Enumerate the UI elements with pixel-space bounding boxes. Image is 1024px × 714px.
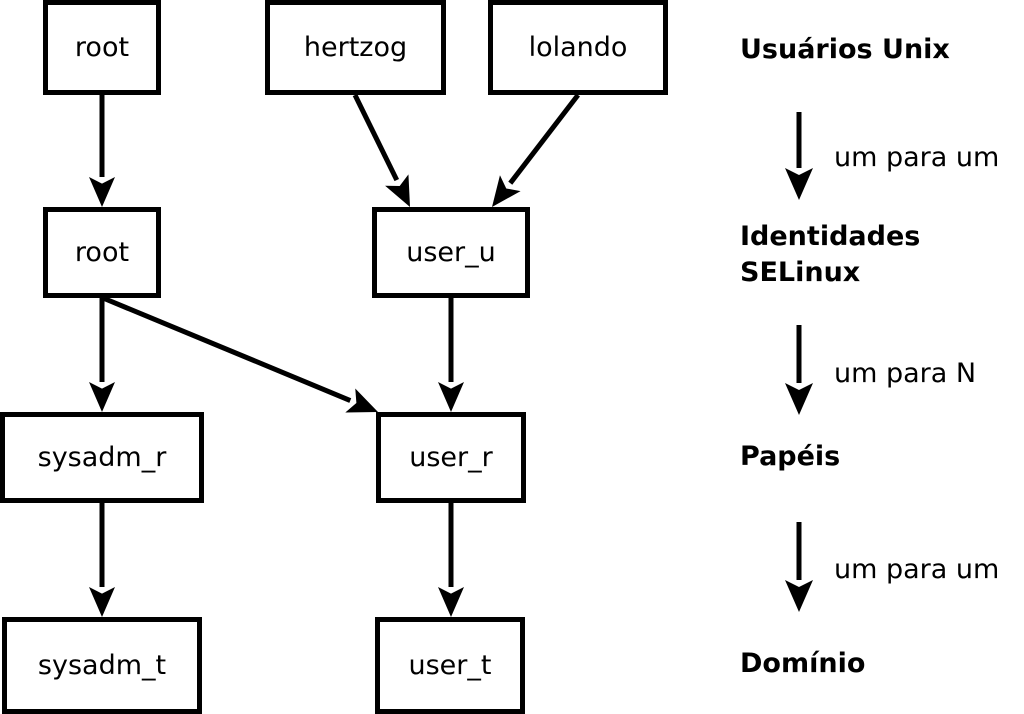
node-box-ident_user_u [372,207,530,298]
node-box-unix_lolando [488,0,668,95]
node-role_user[interactable]: user_r [376,412,526,503]
legend-level-domains: Domínio [740,648,865,679]
node-ident_user_u[interactable]: user_u [372,207,530,298]
node-label-unix_lolando: lolando [529,32,628,63]
legend-rel-1-label: um para um [834,142,999,173]
node-dom_sysadm[interactable]: sysadm_t [2,617,202,714]
node-label-unix_root: root [75,32,129,63]
node-label-dom_user: user_t [409,650,492,681]
node-unix_hertzog[interactable]: hertzog [265,0,446,95]
node-unix_root[interactable]: root [43,0,161,95]
node-role_sysadm[interactable]: sysadm_r [0,412,204,503]
node-label-dom_sysadm: sysadm_t [38,650,166,681]
edge-e-root-sysadm_r [89,298,115,412]
edge-e-sysadm_r-sysadm_t [89,503,115,617]
node-label-unix_hertzog: hertzog [304,32,407,63]
node-label-ident_user_u: user_u [406,237,496,268]
node-box-dom_user [375,617,525,714]
legend-level-selinux-identities-line-0: Identidades [740,221,920,252]
legend-level-roles-line-0: Papéis [740,441,840,472]
node-label-role_user: user_r [409,442,493,473]
edge-e-lolando-user_u [492,93,580,207]
legend-level-domains-line-0: Domínio [740,648,865,679]
node-box-unix_root [43,0,161,95]
legend-rel-3-label: um para um [834,554,999,585]
legend-arrow-rel-3 [785,522,813,612]
edge-e-hertzog-user_u [352,93,410,207]
node-label-ident_root: root [75,237,129,268]
edge-e-root-user_r [102,295,378,413]
node-box-role_sysadm [0,412,204,503]
legend-level-unix-users: Usuários Unix [740,34,950,65]
edges-layer [89,93,580,617]
legend-arrow-rel-2 [785,325,813,415]
node-box-ident_root [43,207,161,298]
edge-e-root-root [89,95,115,207]
legend-level-roles: Papéis [740,441,840,472]
node-dom_user[interactable]: user_t [375,617,525,714]
legend-level-unix-users-line-0: Usuários Unix [740,34,950,65]
edge-e-user_r-user_t [438,503,464,617]
legend-rel-2: um para N [785,325,976,415]
node-box-role_user [376,412,526,503]
node-unix_lolando[interactable]: lolando [488,0,668,95]
legend-layer: Usuários UnixIdentidadesSELinuxPapéisDom… [740,34,999,679]
edge-e-user_u-user_r [438,298,464,412]
node-label-role_sysadm: sysadm_r [38,442,168,473]
node-box-unix_hertzog [265,0,446,95]
node-box-dom_sysadm [2,617,202,714]
legend-rel-1: um para um [785,112,999,200]
legend-arrow-rel-1 [785,112,813,200]
node-ident_root[interactable]: root [43,207,161,298]
legend-rel-2-label: um para N [834,358,976,389]
legend-level-selinux-identities-line-1: SELinux [740,257,860,288]
legend-rel-3: um para um [785,522,999,612]
